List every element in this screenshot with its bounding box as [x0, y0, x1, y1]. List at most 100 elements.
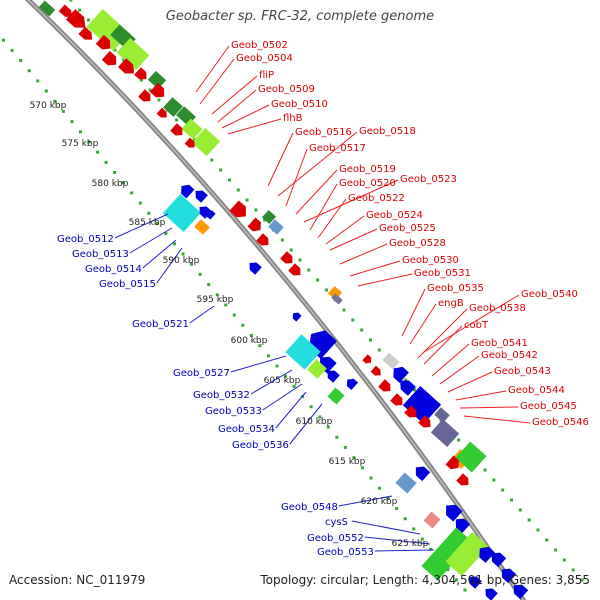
topology-text: Topology: circular; Length: 4,304,501 bp… [260, 573, 590, 587]
gene-glyph [307, 359, 327, 379]
inner-tick [369, 476, 373, 480]
forward-gene-label: Geob_0522 [348, 193, 405, 204]
outer-tick [219, 168, 223, 172]
outer-tick [263, 218, 267, 222]
inner-tick [78, 130, 82, 134]
inner-tick [258, 344, 262, 348]
outer-tick [360, 328, 364, 332]
forward-gene-label: Geob_0535 [427, 283, 484, 294]
inner-tick [87, 140, 91, 144]
tick-label: 595 kbp [197, 295, 234, 305]
gene-glyph [206, 210, 216, 220]
leader-line [189, 305, 215, 324]
forward-gene-label: Geob_0530 [402, 255, 459, 266]
outer-tick [324, 288, 328, 292]
outer-tick [527, 518, 531, 522]
tick-label: 620 kbp [361, 497, 398, 507]
gene-glyph [400, 380, 416, 396]
inner-tick [104, 160, 108, 164]
gene-glyph [513, 584, 529, 600]
reverse-gene-label: Geob_0514 [85, 264, 142, 275]
leader-line [230, 355, 287, 373]
gene-glyph [415, 466, 431, 482]
outer-tick [307, 268, 311, 272]
genome-backbone [24, 0, 527, 600]
gene-glyph [95, 34, 111, 50]
inner-tick [343, 445, 347, 449]
gene-glyph [118, 58, 134, 74]
inner-tick [284, 374, 288, 378]
leader-line [114, 213, 169, 239]
forward-gene-label: Geob_0510 [271, 99, 328, 110]
outer-tick [227, 178, 231, 182]
map-title: Geobacter sp. FRC-32, complete genome [165, 9, 435, 24]
reverse-gene-label: Geob_0527 [173, 368, 230, 379]
leader-line [401, 288, 426, 337]
outer-tick [545, 538, 549, 542]
outer-tick [571, 568, 575, 572]
gene-glyph [181, 118, 203, 140]
reverse-gene-label: Geob_0552 [307, 533, 364, 544]
outer-tick [368, 338, 372, 342]
inner-tick [412, 527, 416, 531]
leader-line [289, 403, 323, 445]
inner-tick [429, 547, 433, 551]
reverse-gene-label: Geob_0532 [193, 390, 250, 401]
forward-gene-label: Geob_0519 [339, 164, 396, 175]
inner-tick [446, 568, 450, 572]
tick-label: 575 kbp [62, 139, 99, 149]
gene-glyph [78, 26, 93, 40]
gene-glyph [455, 441, 487, 473]
outer-tick [404, 378, 408, 382]
outer-tick [254, 208, 258, 212]
leader-line [195, 45, 230, 93]
inner-tick [241, 323, 245, 327]
gene-glyph [382, 352, 400, 370]
gene-glyph [402, 385, 442, 425]
reverse-gene-label: Geob_0534 [218, 424, 275, 435]
gene-glyph [421, 527, 473, 581]
inner-tick [147, 211, 151, 215]
outer-tick [157, 98, 161, 102]
tick-label: 610 kbp [296, 417, 333, 427]
gene-glyph [194, 219, 210, 235]
inner-tick [352, 456, 356, 460]
inner-tick [61, 109, 65, 113]
gene-glyph [469, 576, 482, 589]
outer-tick [483, 468, 487, 472]
leader-line [409, 303, 437, 345]
outer-tick [210, 158, 214, 162]
gene-glyph [288, 263, 301, 276]
leader-line [325, 215, 365, 245]
outer-tick [148, 88, 152, 92]
inner-tick [420, 537, 424, 541]
tick-label: 585 kbp [129, 218, 166, 228]
gene-glyph [445, 455, 459, 470]
inner-tick [326, 425, 330, 429]
leader-line [423, 294, 520, 353]
gene-glyph [393, 366, 409, 383]
inner-tick [207, 283, 211, 287]
gene-glyph [418, 415, 431, 428]
leader-line [221, 104, 270, 129]
leader-line [431, 343, 470, 377]
inner-tick [454, 578, 458, 582]
reverse-gene-label: Geob_0536 [232, 440, 289, 451]
inner-tick [292, 384, 296, 388]
gene-glyph [446, 504, 463, 522]
inner-tick [266, 354, 270, 358]
inner-tick [164, 232, 168, 236]
forward-gene-label: Geob_0509 [258, 84, 315, 95]
forward-gene-label: Geob_0502 [231, 40, 288, 51]
gene-glyph [163, 97, 183, 117]
forward-gene-label: Geob_0528 [389, 238, 446, 249]
leader-line [285, 148, 308, 207]
gene-glyph [170, 123, 183, 136]
inner-tick [53, 99, 57, 103]
gene-glyph [247, 217, 261, 232]
leader-line [227, 118, 282, 135]
outer-tick-ring [69, 0, 584, 582]
outer-tick [86, 18, 90, 22]
forward-gene-label: Geob_0542 [481, 350, 538, 361]
